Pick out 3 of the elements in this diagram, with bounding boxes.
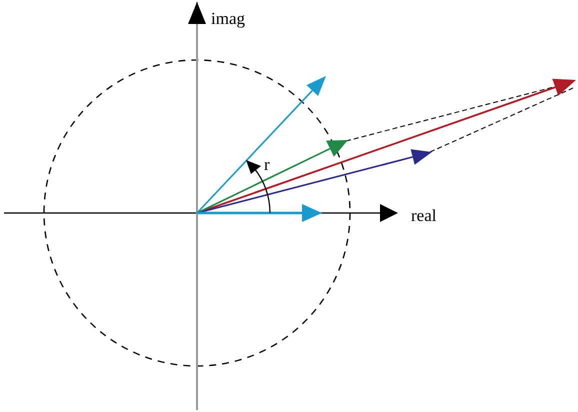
axis-label: real [411,207,436,224]
angle-label: r [264,156,270,173]
axis-label: imag [211,10,245,27]
